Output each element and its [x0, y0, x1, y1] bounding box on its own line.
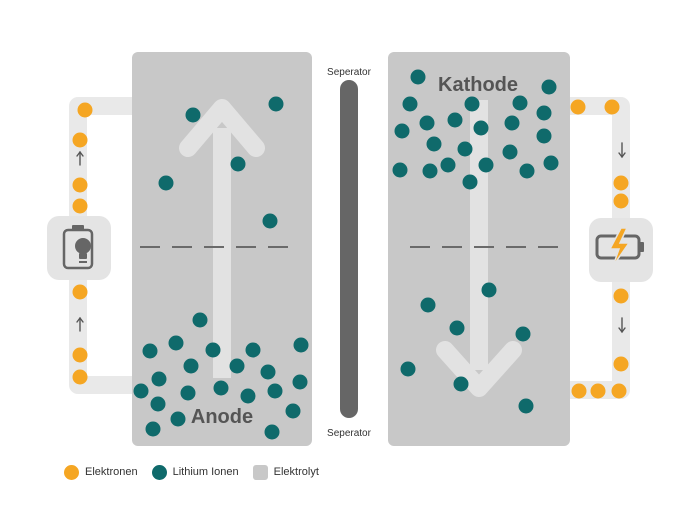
lithium-ion-dot: [422, 163, 438, 179]
lithium-ion-dot: [229, 358, 245, 374]
flow-arrow-left-top: [76, 150, 84, 166]
lithium-ion-dot: [536, 128, 552, 144]
lithium-ion-dot: [453, 376, 469, 392]
electron-dot: [590, 383, 606, 399]
legend: Elektronen Lithium Ionen Elektrolyt: [64, 462, 333, 482]
electron-dot: [72, 177, 88, 193]
electron-dot: [72, 347, 88, 363]
flow-arrow-left-bottom: [76, 316, 84, 332]
legend-item-electrons: Elektronen: [64, 464, 138, 480]
electron-dot: [613, 175, 629, 191]
lithium-ion-dot: [440, 157, 456, 173]
flow-arrow-right-bottom: [618, 317, 626, 334]
lithium-ion-dot: [502, 144, 518, 160]
lithium-ion-dot: [394, 123, 410, 139]
lithium-ion-dot: [402, 96, 418, 112]
lithium-ion-dot: [292, 374, 308, 390]
lithium-ion-dot: [205, 342, 221, 358]
separator-bar: [340, 80, 358, 418]
legend-item-electrolyte: Elektrolyt: [252, 464, 319, 480]
lithium-ion-dot: [142, 343, 158, 359]
electron-dot: [72, 132, 88, 148]
lithium-ion-dot: [519, 163, 535, 179]
lithium-ion-dot: [410, 69, 426, 85]
lithium-ion-dot: [512, 95, 528, 111]
lithium-ion-dot: [420, 297, 436, 313]
lithium-ion-dot: [260, 364, 276, 380]
electron-dot: [611, 383, 627, 399]
lithium-ion-dot: [183, 358, 199, 374]
electron-dot: [604, 99, 620, 115]
flow-arrows: [76, 142, 626, 334]
lithium-ion-dot: [400, 361, 416, 377]
lithium-ion-dot: [262, 213, 278, 229]
separator-top-label: Seperator: [327, 67, 372, 78]
legend-label-electrolyte: Elektrolyt: [273, 466, 319, 478]
lithium-ion-dot: [180, 385, 196, 401]
electrons: [72, 99, 629, 399]
lithium-ion-dot: [419, 115, 435, 131]
lithium-ion-dot: [245, 342, 261, 358]
electron-dot: [72, 198, 88, 214]
left-device: [47, 216, 111, 280]
lithium-ion-dot: [230, 156, 246, 172]
lithium-ion-dot: [267, 383, 283, 399]
lithium-ion-dot: [462, 174, 478, 190]
lithium-ion-dot: [293, 337, 309, 353]
electron-dot: [77, 102, 93, 118]
lithium-ion-dot: [158, 175, 174, 191]
right-device: [589, 218, 653, 282]
lithium-ion-dot: [473, 120, 489, 136]
lithium-ion-dot: [185, 107, 201, 123]
lithium-ion-dot: [192, 312, 208, 328]
anode-label: Anode: [191, 406, 253, 428]
electron-dot: [571, 383, 587, 399]
separator-bottom-label: Seperator: [327, 428, 372, 439]
lithium-ion-dot: [168, 335, 184, 351]
lithium-ion-dot: [447, 112, 463, 128]
lightbulb-icon: [62, 225, 94, 270]
lithium-ion-dot: [518, 398, 534, 414]
lithium-ion-dot: [264, 424, 280, 440]
lithium-ion-dot: [457, 141, 473, 157]
lithium-ion-dot: [515, 326, 531, 342]
lithium-ion-dot: [478, 157, 494, 173]
lithium-ion-dot: [536, 105, 552, 121]
lithium-ions: [133, 69, 559, 440]
electron-dot: [570, 99, 586, 115]
lithium-ion-dot: [504, 115, 520, 131]
electron-dot: [613, 193, 629, 209]
legend-label-ions: Lithium Ionen: [172, 466, 239, 478]
lithium-ion-dot: [449, 320, 465, 336]
lithium-ion-dot: [426, 136, 442, 152]
legend-item-ions: Lithium Ionen: [151, 464, 239, 480]
lithium-ion-dot: [481, 282, 497, 298]
legend-label-electrons: Elektronen: [85, 466, 138, 478]
electron-swatch: [64, 464, 79, 480]
lithium-ion-dot: [268, 96, 284, 112]
lithium-ion-dot: [543, 155, 559, 171]
lithium-ion-dot: [541, 79, 557, 95]
electrolyte-swatch: [252, 464, 268, 480]
lithium-ion-dot: [392, 162, 408, 178]
flow-arrow-right-top: [618, 142, 626, 159]
lithium-ion-dot: [133, 383, 149, 399]
electron-dot: [613, 356, 629, 372]
lithium-ion-dot: [240, 388, 256, 404]
lithium-ion-dot: [464, 96, 480, 112]
lithium-ion-dot: [285, 403, 301, 419]
cathode-label: Kathode: [438, 74, 518, 96]
electron-dot: [72, 369, 88, 385]
battery-charging-icon: [595, 227, 644, 267]
electron-dot: [72, 284, 88, 300]
lithium-ion-dot: [213, 380, 229, 396]
lithium-ion-dot: [151, 371, 167, 387]
lithium-ion-dot: [150, 396, 166, 412]
up-arrow: [179, 99, 265, 378]
lithium-ion-dot: [170, 411, 186, 427]
electron-dot: [613, 288, 629, 304]
lithium-ion-dot: [145, 421, 161, 437]
ion-swatch: [151, 464, 167, 480]
